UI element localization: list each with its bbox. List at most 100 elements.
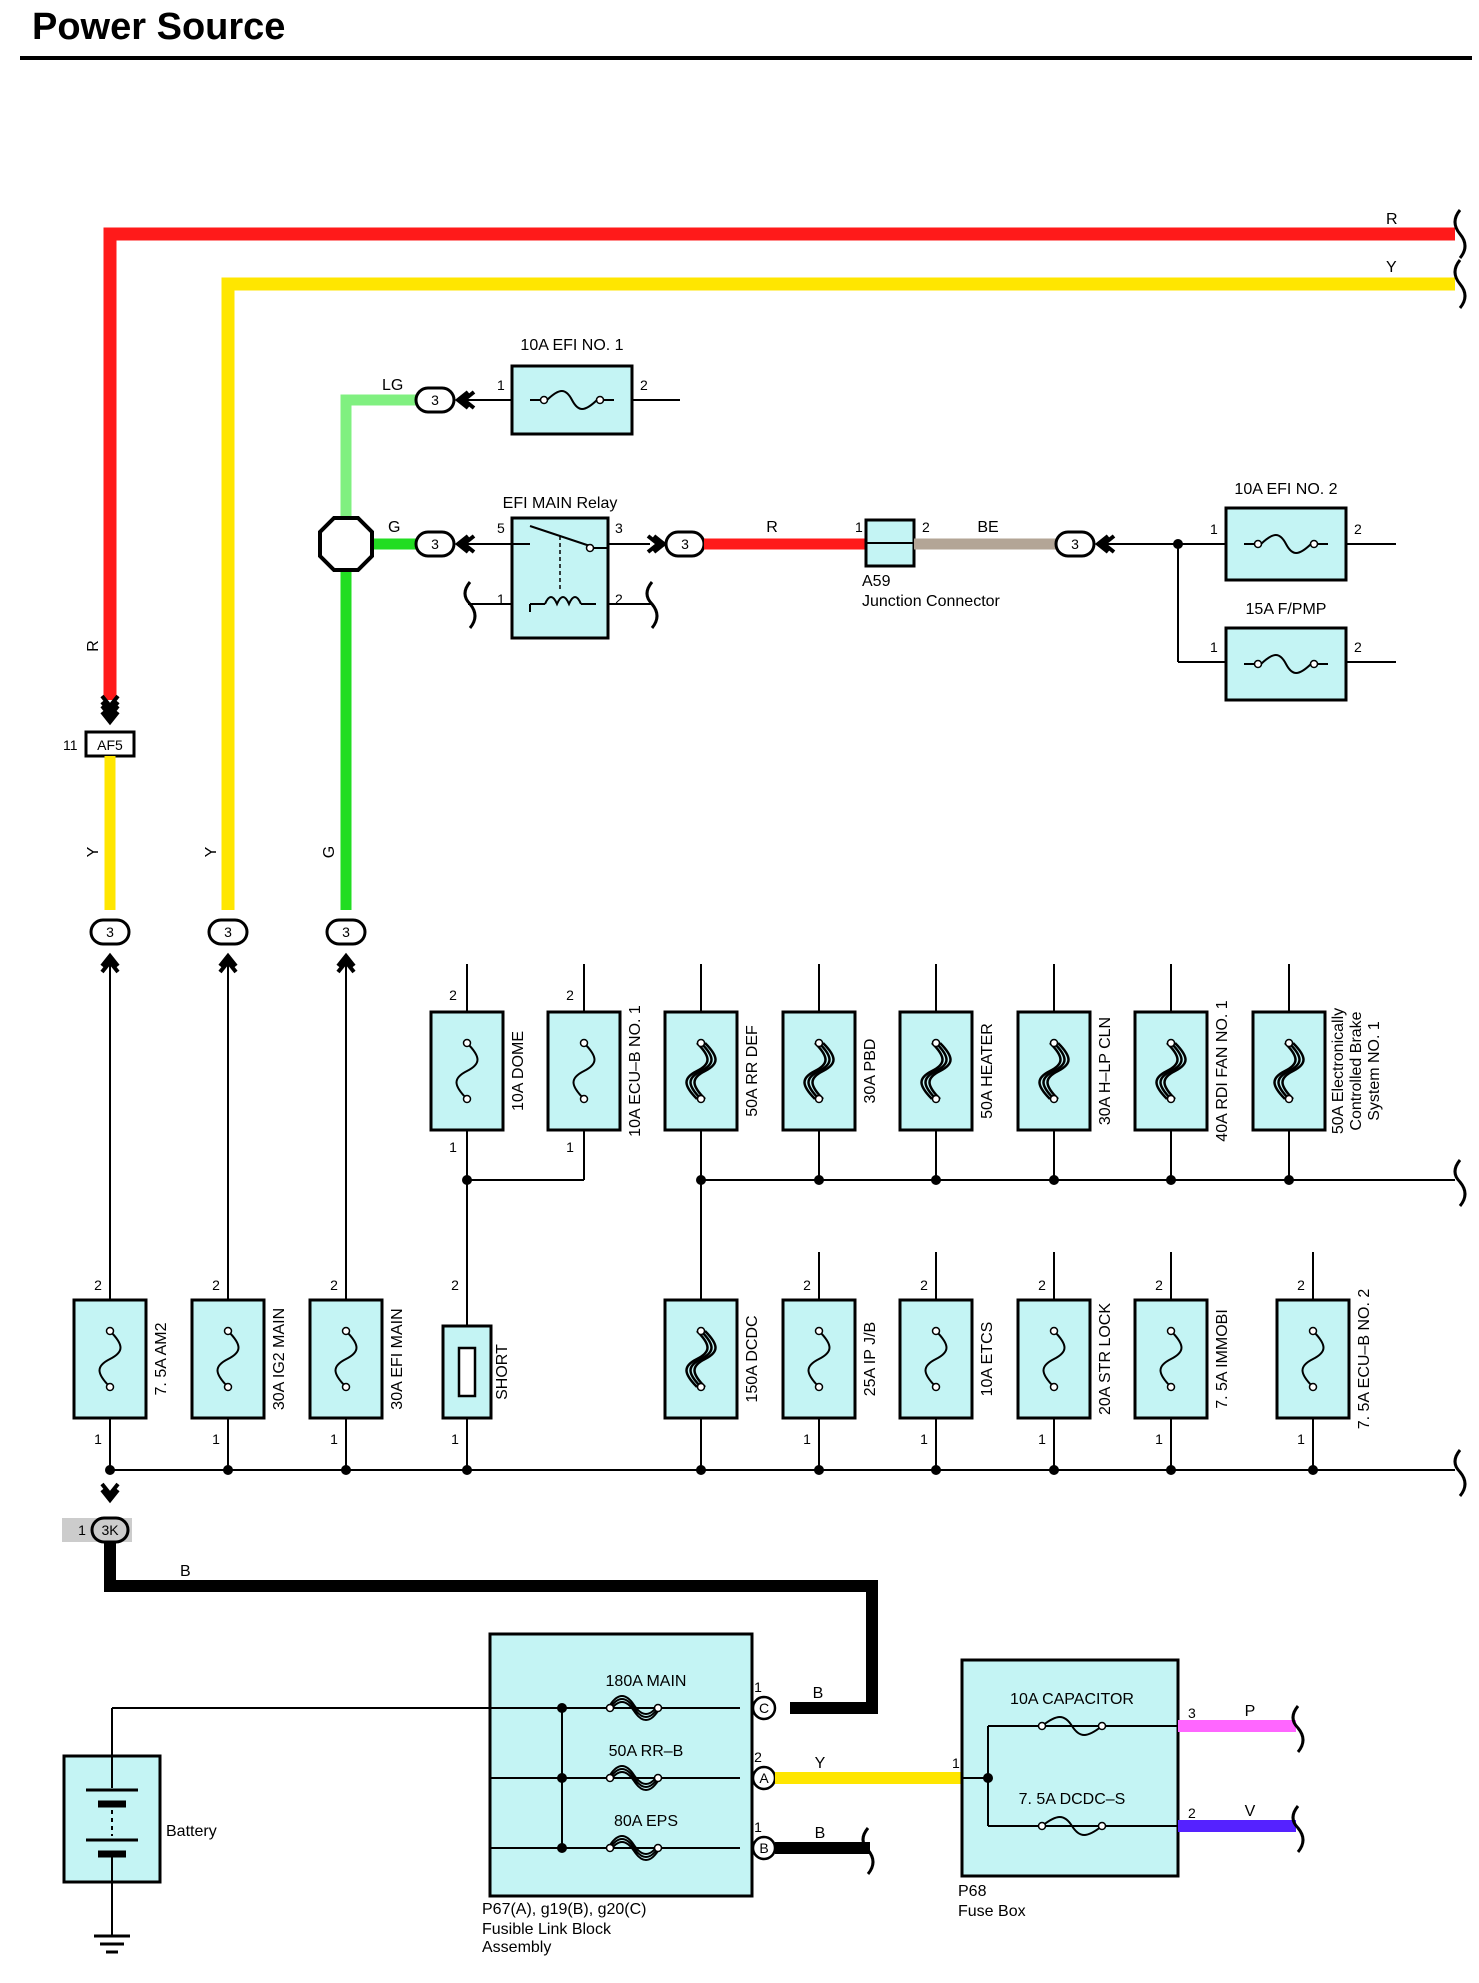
fuse-wave — [693, 1042, 717, 1100]
fuse-wave — [1042, 1042, 1066, 1100]
fusible-link-icon — [609, 1695, 659, 1721]
fuse-label: Controlled Brake — [1348, 1011, 1365, 1130]
pin-number: 1 — [920, 1431, 928, 1447]
arrow-icon — [454, 390, 476, 410]
fuse-wave — [689, 1042, 713, 1100]
fuse-element-icon — [1042, 1326, 1066, 1392]
junction-id: A59 — [862, 573, 891, 590]
pin-number: 1 — [94, 1431, 102, 1447]
fuse-terminal — [579, 1038, 589, 1048]
fuse-wave — [689, 1330, 713, 1388]
fusible-link-icon — [609, 1835, 659, 1861]
fuse-wave — [572, 1042, 596, 1100]
terminal-letter-text: A — [759, 1770, 769, 1786]
fuse-terminal — [1166, 1094, 1176, 1104]
component-name: Fuse Box — [958, 1903, 1026, 1920]
fuse-wave — [1038, 1042, 1062, 1100]
pin-number: 2 — [803, 1277, 811, 1293]
wire-color-label: Y — [815, 1755, 826, 1772]
fuse-wave — [807, 1330, 831, 1388]
fuse-element-icon — [803, 1038, 835, 1104]
fuse-wave — [1281, 1042, 1305, 1100]
connector-id: AF5 — [97, 737, 123, 753]
pin-number: 2 — [1297, 1277, 1305, 1293]
fuse-terminal — [696, 1326, 706, 1336]
pin-number: 2 — [94, 1277, 102, 1293]
fuse-label: SHORT — [494, 1344, 511, 1400]
fuse-terminal — [605, 1843, 615, 1853]
fuse-efi-no1 — [510, 364, 634, 436]
fuse-upper-4 — [781, 1010, 857, 1132]
pin-number: 1 — [78, 1522, 86, 1538]
wire-color-label: G — [388, 519, 400, 536]
fuse-terminal — [1037, 1721, 1047, 1731]
fuse-wave — [1155, 1042, 1179, 1100]
pin-number: 2 — [1038, 1277, 1046, 1293]
relay-label: EFI MAIN Relay — [503, 495, 618, 512]
fuse-terminal — [1284, 1038, 1294, 1048]
pin-number: 2 — [566, 987, 574, 1003]
arrow-icon — [646, 534, 668, 554]
wire-break-icon — [1291, 1705, 1305, 1753]
pin-number: 2 — [754, 1749, 762, 1765]
wire-break-y — [1453, 259, 1467, 309]
fuse-element-icon — [572, 1038, 596, 1104]
wire-color-label: G — [321, 846, 338, 858]
wire-color-label: Y — [203, 846, 220, 857]
pin-number: 1 — [1038, 1431, 1046, 1447]
fuse-terminal — [696, 1094, 706, 1104]
fuse-lower-6 — [781, 1298, 857, 1420]
wire-color-label: R — [1386, 211, 1398, 228]
fuse-element-icon — [1260, 534, 1312, 554]
fuse-element-icon — [1038, 1038, 1070, 1104]
splice-dot — [557, 1703, 567, 1713]
fuse-element-icon — [216, 1326, 240, 1392]
fuse-wave — [98, 1330, 122, 1388]
fuse-wave — [1159, 1330, 1183, 1388]
fuse-label: 15A F/PMP — [1246, 601, 1327, 618]
connector-number: 3 — [1071, 536, 1079, 552]
fuse-element-icon — [685, 1038, 717, 1104]
fuse-terminal — [605, 1703, 615, 1713]
fuse-wave — [1046, 1042, 1070, 1100]
fuse-fpmp — [1224, 626, 1348, 702]
arrow-icon — [100, 1482, 120, 1504]
pin-number: 1 — [212, 1431, 220, 1447]
fuse-element-icon — [685, 1326, 717, 1392]
fuse-terminal — [696, 1382, 706, 1392]
component-name: Assembly — [482, 1939, 551, 1956]
wire-r-main — [103, 227, 1455, 700]
fuse-terminal — [1037, 1821, 1047, 1831]
fuse-wave — [924, 1042, 948, 1100]
connector-pill — [1054, 530, 1096, 558]
fuse-element-icon — [807, 1326, 831, 1392]
wire-color-label: R — [85, 640, 102, 652]
fuse-terminal — [931, 1094, 941, 1104]
fuse-terminal — [1049, 1038, 1059, 1048]
arrow-icon — [100, 694, 120, 716]
fuse-wave — [1273, 1042, 1297, 1100]
fuse-terminal — [105, 1326, 115, 1336]
connector-relay-in: 3 — [414, 530, 456, 558]
fuse-element-icon — [98, 1326, 122, 1392]
fuse-wave — [1163, 1042, 1187, 1100]
fuse-terminal — [1049, 1094, 1059, 1104]
fuse-terminal — [653, 1703, 663, 1713]
fuse-terminal — [462, 1038, 472, 1048]
connector-relay-out: 3 — [664, 530, 706, 558]
wire-y-main — [221, 277, 1455, 910]
fuse-lower-9 — [1133, 1298, 1209, 1420]
fuse-terminal — [1309, 659, 1319, 669]
pin-number: 1 — [754, 1679, 762, 1695]
pin-number: 2 — [922, 519, 930, 535]
fuse-upper-7 — [1133, 1010, 1209, 1132]
pin-number: 1 — [855, 519, 863, 535]
fuse-upper-1 — [429, 1010, 505, 1132]
pin-number: 1 — [497, 591, 505, 607]
connector-efi-main: 3 — [325, 918, 367, 946]
fuse-element-icon — [1155, 1038, 1187, 1104]
battery-label: Battery — [166, 1823, 217, 1840]
fuse-label: 50A RR–B — [609, 1743, 684, 1760]
fuse-label: 40A RDI FAN NO. 1 — [1214, 1000, 1231, 1141]
